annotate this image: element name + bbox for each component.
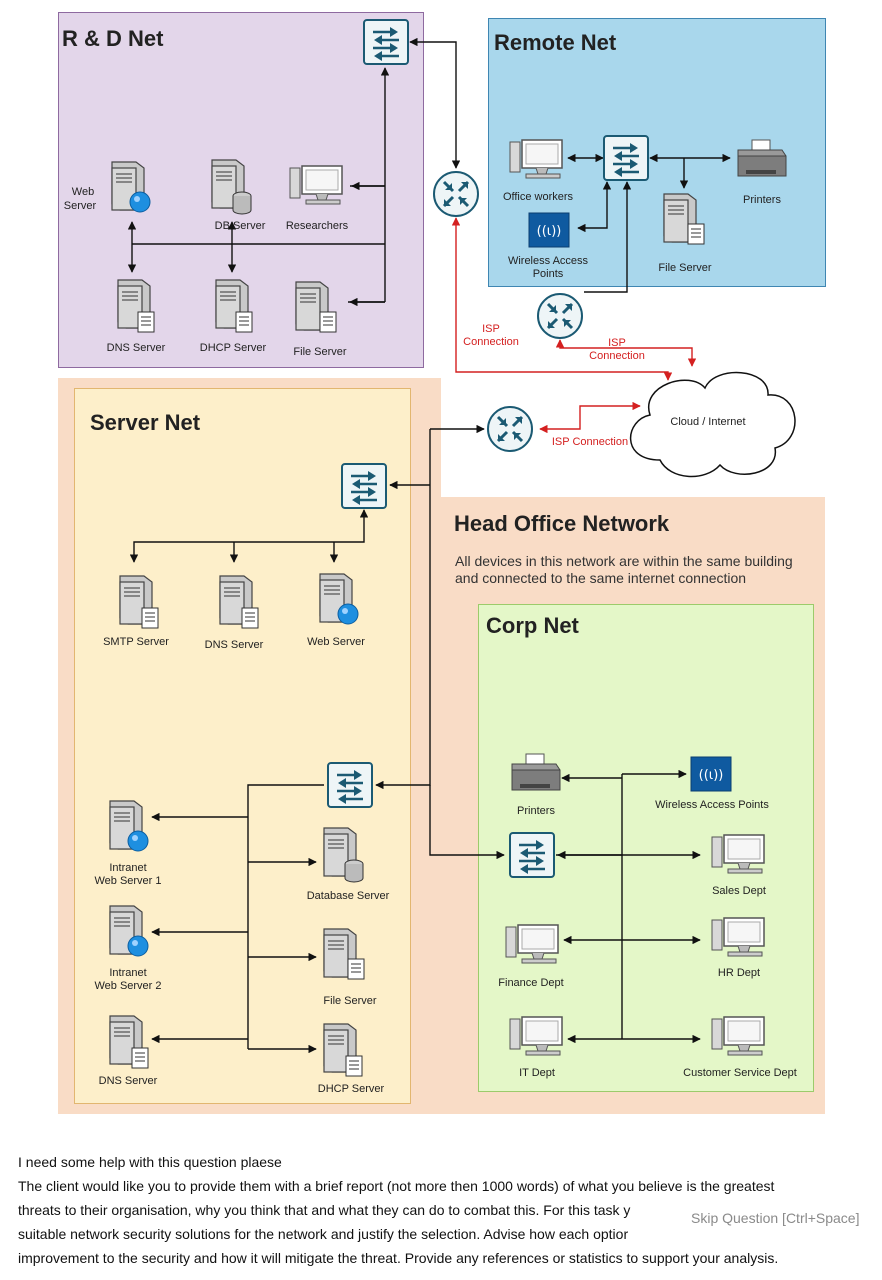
remote-office-pc [509,139,563,179]
server-database-label: Database Server [306,890,390,902]
corp-finance-pc [505,924,559,964]
question-line-1: I need some help with this question plae… [18,1154,282,1170]
server-smtp [119,575,159,629]
network-diagram: ((ι)) [109,18,796,1077]
isp-connection-label-3: ISP Connection [551,436,629,448]
isp-wiring [451,217,697,434]
rd-researchers-label: Researchers [285,220,349,232]
rd-dns-server [117,279,155,333]
remote-printers [737,139,787,177]
rd-db-server [211,159,252,215]
server-intranet-2-label-1: Intranet [109,967,147,979]
server-intranet-1-label-1: Intranet [109,862,147,874]
rd-web-server-label-1: Web [71,186,95,198]
server-dns-label: DNS Server [204,639,264,651]
server-intranet-1-label-2: Web Server 1 [94,875,162,887]
rd-researchers-pc [289,165,343,205]
server-dhcp [323,1023,363,1077]
head-wiring [129,424,701,1054]
corp-hr-label: HR Dept [717,967,761,979]
server-switch-bottom [326,761,374,809]
rd-web-server [111,161,151,213]
corp-wap [690,756,732,792]
corp-customer-label: Customer Service Dept [683,1067,797,1079]
server-dns-2-label: DNS Server [98,1075,158,1087]
skip-question-button[interactable]: Skip Question [Ctrl+Space] [687,1209,864,1227]
rd-switch [362,18,410,66]
server-intranet-2-label-2: Web Server 2 [94,980,162,992]
remote-wap-label-2: Points [532,268,564,280]
corp-printers [511,753,561,791]
server-smtp-label: SMTP Server [103,636,169,648]
rd-file-server-label: File Server [293,346,347,358]
rd-wiring [127,37,461,307]
cloud-internet-label: Cloud / Internet [670,416,746,428]
head-office-note-2: and connected to the same internet conne… [455,570,747,586]
head-office-note-1: All devices in this network are within t… [455,553,793,569]
server-web-label: Web Server [307,636,365,648]
corp-net-title: Corp Net [486,613,579,638]
head-office-title: Head Office Network [454,511,670,536]
server-intranet-1 [109,800,149,852]
rd-web-server-label-2: Server [63,200,97,212]
remote-printers-label: Printers [743,194,781,206]
corp-hr-pc [711,917,765,957]
remote-router [536,292,584,340]
remote-file-server-label: File Server [658,262,712,274]
remote-wap [528,212,570,248]
head-router [486,405,534,453]
corp-it-label: IT Dept [519,1067,555,1079]
corp-sales-label: Sales Dept [712,885,766,897]
server-web [319,573,359,625]
isp-connection-label-2a: ISP [608,337,626,349]
server-dns [219,575,259,629]
corp-switch [508,831,556,879]
rd-dhcp-server [215,279,253,333]
question-line-2: The client would like you to provide the… [18,1178,775,1194]
rd-file-server [295,281,337,333]
question-line-3: threats to their organisation, why you t… [18,1202,631,1218]
question-line-4: suitable network security solutions for … [18,1226,629,1242]
corp-printers-label: Printers [517,805,555,817]
corp-customer-pc [711,1016,765,1056]
remote-wap-label-1: Wireless Access [507,255,589,267]
rd-net-title: R & D Net [62,26,164,51]
isp-connection-label-1a: ISP [482,323,500,335]
question-line-5: improvement to the security and how it w… [18,1250,779,1266]
rd-router [432,170,480,218]
corp-sales-pc [711,834,765,874]
server-file [323,928,365,980]
cloud-shape [629,371,796,478]
remote-file-server [663,193,705,245]
isp-connection-label-1b: Connection [463,336,519,348]
remote-office-workers-label: Office workers [502,191,574,203]
corp-it-pc [509,1016,563,1056]
server-net-title: Server Net [90,410,201,435]
server-dhcp-label: DHCP Server [317,1083,385,1095]
isp-connection-label-2b: Connection [589,350,645,362]
rd-dns-server-label: DNS Server [106,342,166,354]
corp-finance-label: Finance Dept [498,977,564,989]
server-dns-2 [109,1015,149,1069]
rd-db-server-label: DB Server [214,220,266,232]
server-intranet-2 [109,905,149,957]
server-switch-top [340,462,388,510]
server-database [323,827,364,883]
remote-net-title: Remote Net [494,30,617,55]
rd-dhcp-server-label: DHCP Server [199,342,267,354]
corp-wap-label: Wireless Access Points [655,799,769,811]
remote-switch [602,134,650,182]
server-file-label: File Server [323,995,377,1007]
